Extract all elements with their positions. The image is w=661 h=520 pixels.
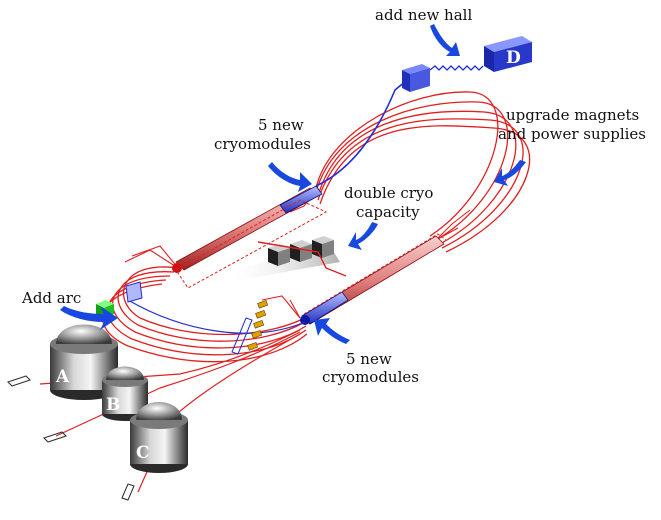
blue-arc-box [125, 281, 143, 303]
hall-c-label: C [136, 443, 150, 463]
hall-c [130, 402, 188, 473]
hall-d-building [484, 36, 532, 72]
blue-link [127, 299, 306, 334]
south-linac [300, 233, 447, 325]
cryomodules-bottom-label-line2: cryomodules [322, 368, 419, 386]
east-arcs [315, 91, 531, 253]
double-cryo-label-line2: capacity [356, 203, 420, 221]
upgrade-magnets-label-line2: and power supplies [498, 125, 646, 143]
blue-curved-arrow-icon [314, 318, 350, 344]
blue-curved-arrow-icon [268, 162, 312, 192]
double-cryo-label-line1: double cryo [344, 184, 433, 202]
tagger-block [402, 64, 430, 92]
blue-curved-arrow-icon [494, 160, 526, 186]
add-new-hall-label: add new hall [375, 6, 472, 24]
pointer-arrows [60, 24, 526, 344]
north-linac [172, 185, 328, 289]
add-arc-label: Add arc [21, 289, 81, 307]
blue-curved-arrow-icon [60, 306, 118, 330]
blue-curved-arrow-icon [348, 222, 378, 250]
beam-dumps [6, 375, 135, 501]
hall-a-label: A [55, 367, 70, 387]
hall-d-label: D [506, 48, 521, 68]
hall-d-beamline [315, 75, 413, 187]
cryo-feed-line [257, 241, 347, 277]
cryomodules-top-label-line1: 5 new [258, 116, 304, 134]
cryomodules-bottom-label-line1: 5 new [346, 350, 392, 368]
hall-b-label: B [106, 395, 120, 415]
cryomodules-top-label-line2: cryomodules [214, 135, 311, 153]
cryo-buildings [268, 236, 334, 266]
injector-magnets [231, 300, 269, 355]
upgrade-magnets-label-line1: upgrade magnets [506, 106, 639, 124]
blue-curved-arrow-icon [430, 24, 460, 56]
hall-d-wiggler [429, 65, 484, 71]
